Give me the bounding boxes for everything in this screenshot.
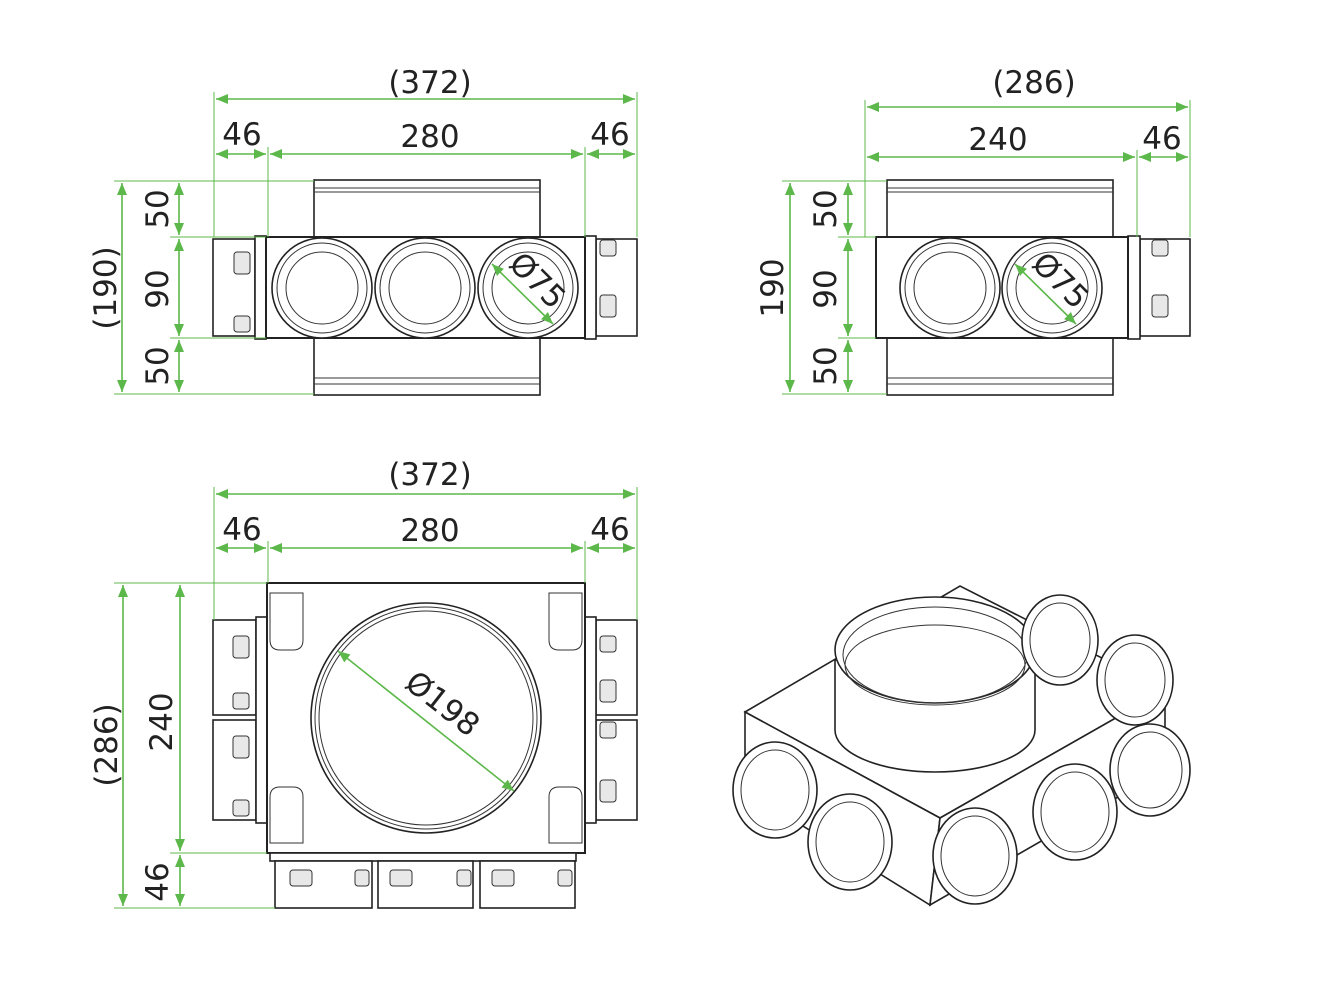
label-overall-height: (190): [88, 246, 124, 329]
back-spigots: [1021, 594, 1174, 726]
label-body-depth: 240: [144, 692, 180, 751]
label-bottom-collar: 50: [808, 346, 844, 385]
plan-view-part: [212, 582, 638, 909]
label-left-spigot: 46: [222, 117, 261, 153]
label-body-width: 280: [400, 119, 459, 155]
label-body-height: 90: [808, 269, 844, 308]
label-right-spigot: 46: [590, 117, 629, 153]
front-view: (372) 46 280 46 (190) 50 90 50 Ø75: [88, 65, 638, 396]
label-right-spigot: 46: [590, 512, 629, 548]
label-overall-width: (372): [388, 65, 471, 101]
label-body-width: 280: [400, 513, 459, 549]
label-bottom-collar: 50: [140, 346, 176, 385]
label-body-width: 240: [968, 122, 1027, 158]
label-left-spigot: 46: [222, 512, 261, 548]
label-body-height: 90: [140, 269, 176, 308]
isometric-view: [732, 585, 1191, 907]
label-right-spigot: 46: [1142, 121, 1181, 157]
label-top-collar: 50: [808, 189, 844, 228]
front-spigots: [732, 723, 1191, 905]
label-top-collar: 50: [140, 189, 176, 228]
top-collar: [834, 596, 1036, 773]
label-bottom-spigot: 46: [140, 862, 176, 901]
label-overall-width: (372): [388, 457, 471, 493]
label-overall-depth: (286): [89, 703, 125, 786]
side-view: (286) 240 46 190 50 90 50 Ø75: [755, 65, 1191, 396]
plan-view: (372) 46 280 46 (286) 240 46 Ø198: [89, 457, 638, 909]
label-overall-width: (286): [992, 65, 1075, 101]
front-view-part: [212, 179, 638, 396]
label-overall-height: 190: [755, 258, 791, 317]
side-view-part: [875, 179, 1191, 396]
